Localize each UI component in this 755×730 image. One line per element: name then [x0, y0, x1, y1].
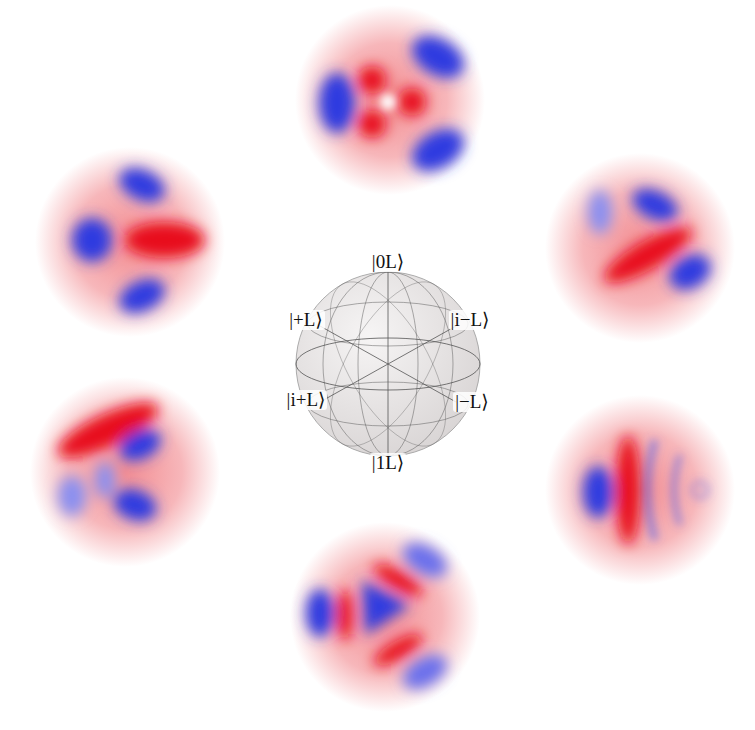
wigner-plot: [545, 395, 735, 585]
wigner-plot: [30, 377, 220, 567]
wigner-plot: [35, 147, 225, 337]
state-label: |1L⟩: [370, 453, 406, 474]
state-label: |i+L⟩: [285, 390, 328, 411]
state-label: |i−L⟩: [449, 310, 492, 331]
state-label: |0L⟩: [370, 252, 406, 273]
wigner-plot: [545, 153, 735, 343]
bloch-sphere: [296, 264, 480, 463]
wigner-plot: [295, 5, 485, 195]
state-label: |−L⟩: [453, 392, 491, 413]
state-label: |+L⟩: [287, 310, 325, 331]
wigner-plot: [290, 522, 480, 712]
